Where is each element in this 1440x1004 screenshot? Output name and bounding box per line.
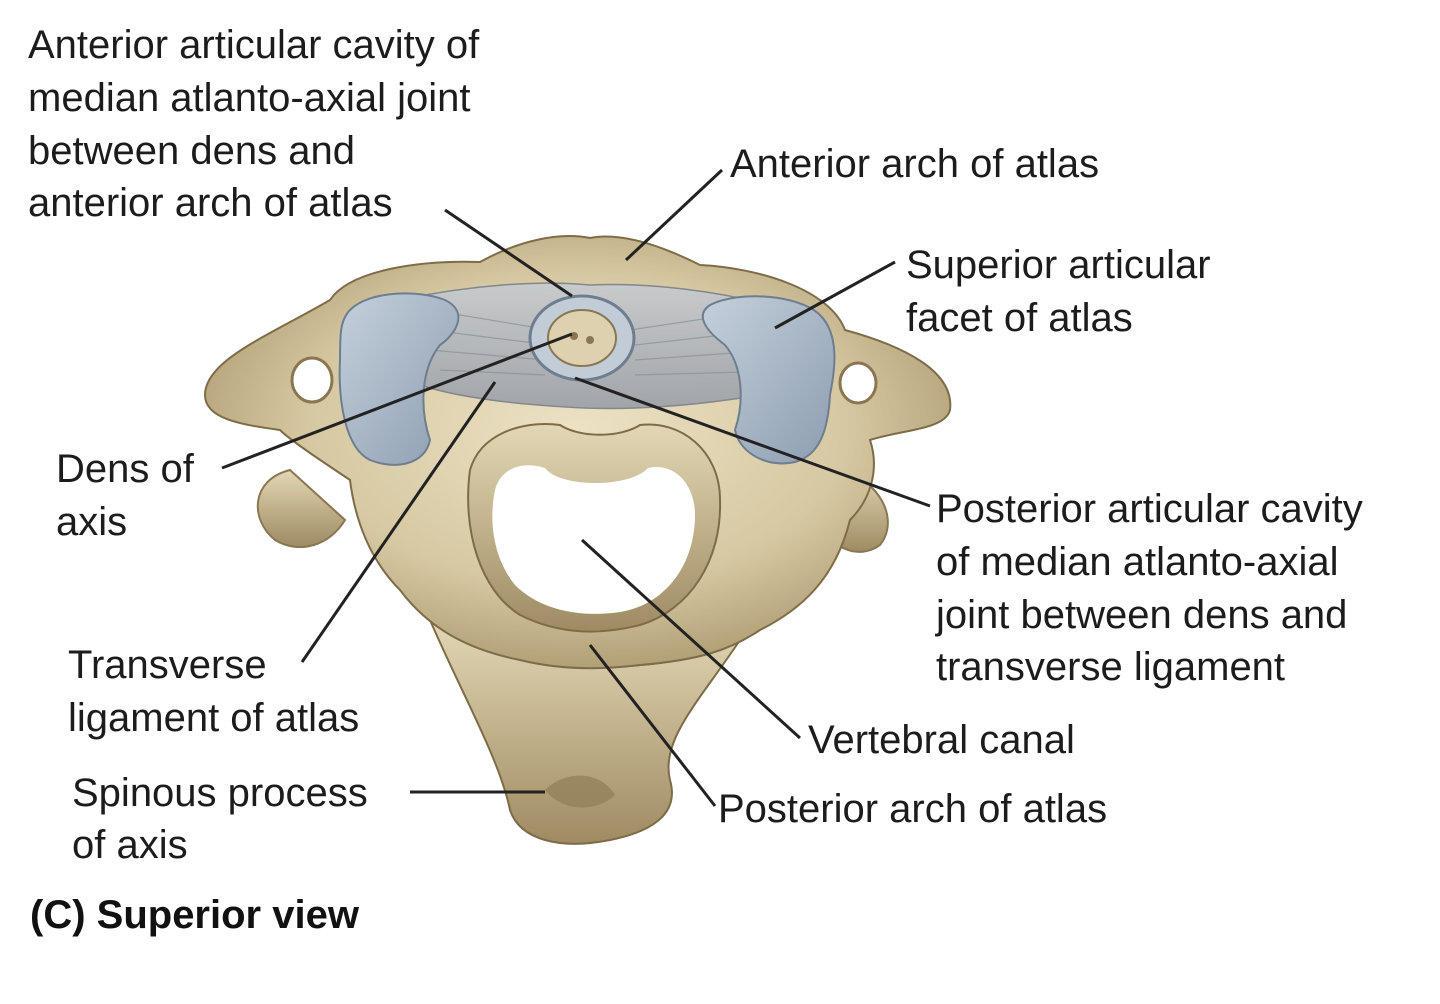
label-anterior-articular-cavity: Anterior articular cavity of median atla… <box>28 23 490 225</box>
label-vertebral-canal: Vertebral canal <box>808 718 1075 762</box>
label-posterior-arch: Posterior arch of atlas <box>718 787 1107 831</box>
figure-caption: (C) Superior view <box>30 893 360 937</box>
label-superior-articular-facet: Superior articular facet of atlas <box>906 243 1222 340</box>
label-spinous-process: Spinous process of axis <box>72 771 379 867</box>
label-posterior-articular-cavity: Posterior articular cavity of median atl… <box>935 487 1374 689</box>
axis-lateral-left <box>258 470 345 547</box>
right-transverse-foramen <box>840 363 876 403</box>
label-transverse-ligament: Transverse ligament of atlas <box>68 643 359 740</box>
left-transverse-foramen <box>292 358 332 402</box>
label-anterior-arch: Anterior arch of atlas <box>730 142 1099 186</box>
label-dens-of-axis: Dens of axis <box>56 447 205 544</box>
